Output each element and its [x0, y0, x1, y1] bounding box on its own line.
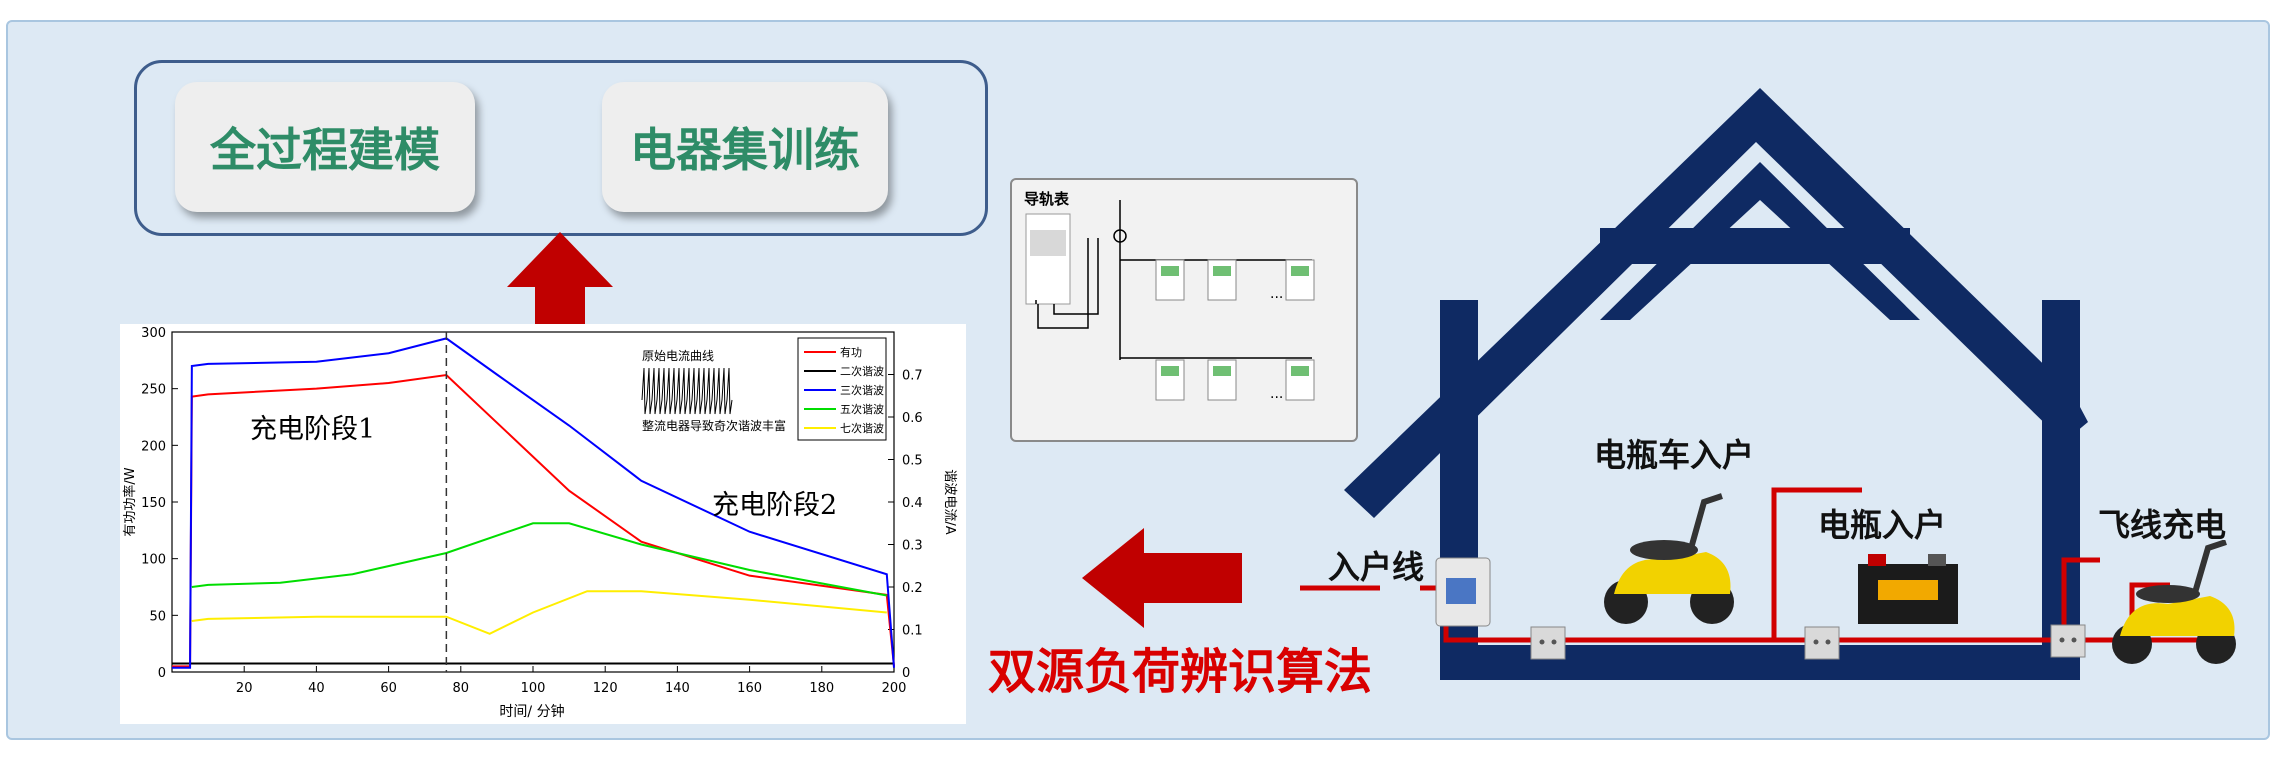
inset-caption: 整流电器导致奇次谐波丰富	[642, 418, 786, 433]
series-line-5	[191, 590, 887, 635]
breaker-icon	[1435, 557, 1491, 627]
meter-dots-row1: ...	[1270, 286, 1283, 302]
y-axis-right-label: 谐波电流/A	[942, 469, 957, 534]
series-line-4	[191, 522, 887, 597]
y-left-tick-label: 250	[141, 383, 166, 398]
battery-icon	[1858, 554, 1958, 624]
y-left-tick-label: 150	[141, 496, 166, 511]
y-left-tick-label: 300	[141, 326, 166, 341]
y-right-tick-label: 0.1	[902, 624, 923, 639]
x-tick-label: 60	[380, 681, 397, 696]
meter-title: 导轨表	[1024, 190, 1070, 208]
x-tick-label: 20	[236, 681, 253, 696]
flyline-charging-label: 飞线充电	[2098, 506, 2227, 544]
left-arrow-icon	[1082, 528, 1242, 628]
y-right-tick-label: 0.7	[902, 369, 923, 384]
x-tick-label: 100	[521, 681, 546, 696]
x-tick-label: 80	[453, 681, 470, 696]
y-right-tick-label: 0.2	[902, 581, 923, 596]
legend-label: 二次谐波	[840, 364, 884, 378]
sub-meters	[1155, 259, 1315, 401]
x-tick-label: 180	[809, 681, 834, 696]
y-right-tick-label: 0.5	[902, 454, 923, 469]
y-right-tick-label: 0	[902, 666, 910, 681]
x-tick-label: 40	[308, 681, 325, 696]
full-process-modeling-pill: 全过程建模	[175, 82, 475, 212]
legend-label: 有功	[840, 345, 862, 359]
inset-current-waveform	[641, 367, 733, 415]
dual-source-algorithm-label: 双源负荷辨识算法	[988, 644, 1373, 700]
power-harmonic-chart: 0 50 100 150 200 250 300 0 0.1 0.2 0.3 0.4 0.5 0.6 0.…	[122, 326, 957, 720]
appliance-set-training-pill: 电器集训练	[602, 82, 888, 212]
y-right-tick-label: 0.6	[902, 411, 923, 426]
stage1-label: 充电阶段1	[250, 414, 375, 445]
up-arrow-icon	[507, 232, 613, 332]
y-left-tick-label: 50	[149, 609, 166, 624]
y-right-tick-label: 0.3	[902, 539, 923, 554]
y-axis-left-label: 有功功率/W	[122, 467, 138, 536]
inset-wave-path	[641, 367, 733, 415]
socket-icon-1	[1530, 626, 1566, 660]
y-left-tick-label: 0	[158, 666, 166, 681]
x-tick-label: 140	[665, 681, 690, 696]
ebike-icon	[1604, 493, 1734, 624]
y-left-tick-label: 100	[141, 553, 166, 568]
x-tick-label: 200	[882, 681, 907, 696]
meter-dots-row2: ...	[1270, 386, 1283, 402]
socket-icon-2	[1804, 626, 1840, 660]
socket-icon-3	[2050, 624, 2086, 658]
legend-label: 五次谐波	[840, 402, 884, 416]
legend-label: 七次谐波	[840, 421, 884, 435]
x-tick-label: 160	[737, 681, 762, 696]
stage2-label: 充电阶段2	[712, 490, 837, 521]
x-tick-label: 120	[593, 681, 618, 696]
meter-panel: 导轨表 ... ...	[1010, 178, 1358, 442]
inset-title: 原始电流曲线	[642, 349, 714, 363]
battery-indoor-label: 电瓶入户	[1818, 506, 1947, 544]
house-roof-icon	[1344, 88, 2088, 518]
y-left-tick-label: 200	[141, 439, 166, 454]
chart-panel: 0 50 100 150 200 250 300 0 0.1 0.2 0.3 0.4 0.5 0.6 0.…	[120, 324, 966, 724]
legend-label: 三次谐波	[840, 383, 884, 397]
flyline-ebike-icon	[2112, 540, 2236, 664]
x-axis-label: 时间/ 分钟	[499, 703, 564, 720]
ebike-indoor-label: 电瓶车入户	[1594, 436, 1755, 474]
y-right-tick-label: 0.4	[902, 496, 923, 511]
inline-label: 入户线	[1328, 548, 1425, 586]
